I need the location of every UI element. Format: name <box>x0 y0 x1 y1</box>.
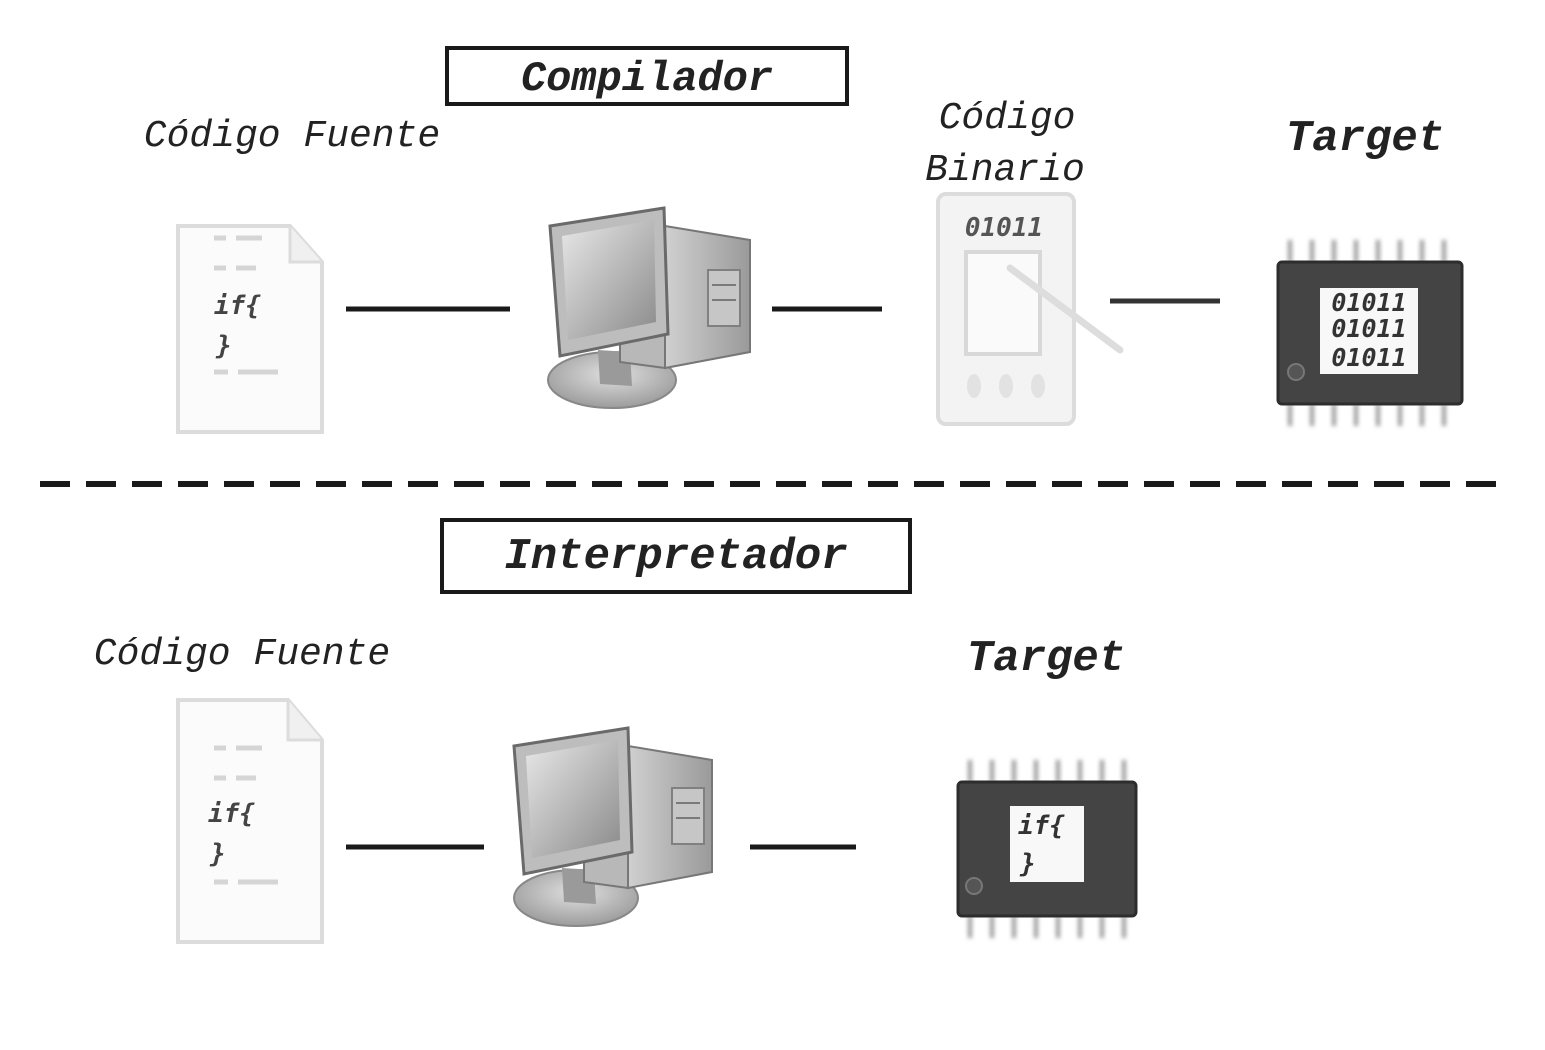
doc-code-line2: } <box>209 839 226 869</box>
doc-code-line1: if{ <box>214 291 261 321</box>
interpreter-title-box <box>440 518 912 594</box>
chip-binary-line2: 01011 <box>1331 314 1406 343</box>
microchip-icon: if{ } <box>956 760 1138 938</box>
compiler-binary-label-line1: Código <box>939 97 1076 140</box>
chip-code-line1: if{ <box>1018 811 1065 841</box>
compiler-binary-label-line2: Binario <box>925 149 1085 192</box>
doc-code-line1: if{ <box>208 799 255 829</box>
handheld-device-icon: 01011 <box>936 192 1124 426</box>
compiler-section: Compilador Código Fuente Código Binario … <box>144 46 1464 434</box>
doc-code-line2: } <box>215 331 232 361</box>
interpreter-section: Interpretador Código Fuente Target if{ } <box>94 518 1138 944</box>
computer-icon <box>547 206 751 409</box>
device-binary-text: 01011 <box>965 213 1043 243</box>
compiler-title: Compilador <box>521 55 773 103</box>
microchip-icon: 01011 01011 01011 <box>1276 240 1464 426</box>
compiler-title-box <box>445 46 849 106</box>
interpreter-source-label: Código Fuente <box>94 633 390 676</box>
interpreter-target-label: Target <box>967 634 1125 684</box>
document-icon: if{ } <box>176 224 324 434</box>
chip-code-line2: } <box>1019 849 1036 879</box>
interpreter-title: Interpretador <box>504 532 847 582</box>
compiler-target-label: Target <box>1286 114 1444 164</box>
document-icon: if{ } <box>176 698 324 944</box>
chip-binary-line3: 01011 <box>1331 343 1406 372</box>
compiler-source-label: Código Fuente <box>144 115 440 158</box>
computer-icon <box>512 726 713 927</box>
chip-binary-line1: 01011 <box>1331 288 1406 317</box>
